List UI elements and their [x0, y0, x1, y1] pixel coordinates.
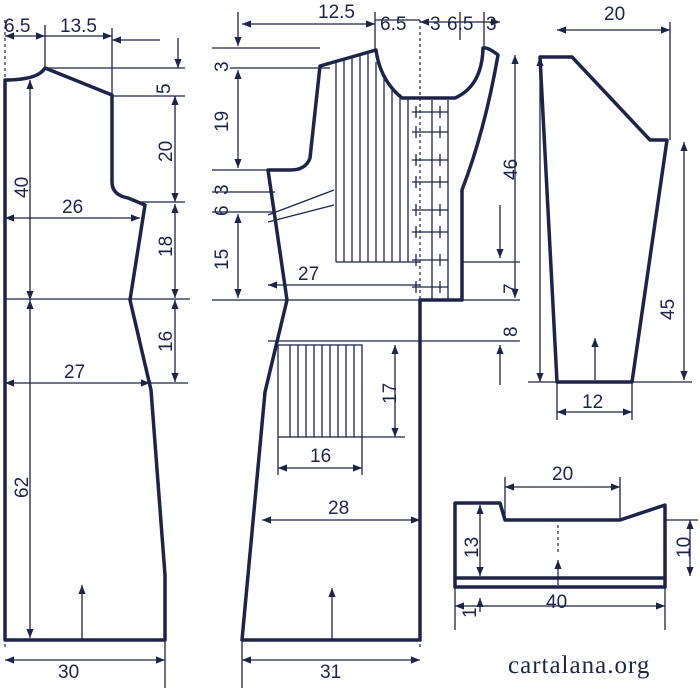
collar-outline: [453, 501, 667, 580]
placket: [412, 100, 449, 300]
front-pocket-h: 17: [380, 383, 401, 404]
back-top-w2: 13.5: [60, 16, 97, 37]
front-outline: [240, 46, 500, 642]
pocket: [277, 344, 363, 438]
front-height: 46: [501, 159, 522, 180]
sleeve-outline: [538, 55, 669, 384]
front-armhole: 19: [212, 111, 233, 132]
front-bottom-w: 31: [320, 662, 341, 683]
front-shoulder-w: 12.5: [318, 2, 355, 23]
front-bodice-w: 27: [298, 264, 319, 285]
front-waist-seg: 15: [212, 249, 233, 270]
front-skirt-w: 28: [328, 498, 349, 519]
sleeve-length: 45: [658, 299, 679, 320]
front-dart-a: 6: [212, 205, 233, 216]
back-chest-width: 26: [62, 197, 83, 218]
sleeve-top-w: 20: [604, 4, 625, 25]
front-neck-w: 6.5: [380, 14, 406, 35]
collar-band-h: 1: [460, 607, 481, 618]
back-shoulder-drop: 5: [154, 83, 175, 94]
front-shoulder-drop: 3: [212, 61, 233, 72]
yoke-hatch: [335, 54, 420, 263]
collar-bottom-w: 40: [546, 592, 567, 613]
collar-side-h: 10: [674, 537, 695, 558]
front-edge: 3: [486, 14, 497, 35]
back-hip-seg: 16: [156, 331, 177, 352]
sleeve-cuff-w: 12: [582, 392, 603, 413]
collar: 20 13 10 1 40: [453, 464, 698, 630]
front-placket: 3: [430, 14, 441, 35]
back-height-upper: 40: [12, 177, 33, 198]
back-top-w1: 6.5: [4, 16, 30, 37]
back-armhole-depth: 20: [156, 141, 177, 162]
front-placket-h: 7: [501, 283, 522, 294]
sleeve: 20 45 12: [528, 4, 692, 420]
collar-top-w: 20: [552, 464, 573, 485]
back-piece: 6.5 13.5 5 20 40 26 18 16 27 62: [3, 16, 190, 688]
front-piece: 12.5 6.5 3 6.5 3 3 19 6 3 15 27 46 7 8: [212, 2, 522, 688]
front-pocket-w: 16: [310, 446, 331, 467]
back-bottom-width: 30: [58, 662, 79, 683]
back-hip-width: 27: [64, 362, 85, 383]
front-neck-w2: 6.5: [447, 14, 473, 35]
back-waist-seg: 18: [156, 236, 177, 257]
front-dart-b: 3: [212, 184, 233, 195]
front-waist-gap: 8: [501, 326, 522, 337]
collar-height: 13: [462, 537, 483, 558]
back-outline: [3, 66, 167, 642]
watermark: cartalana.org: [508, 652, 650, 679]
back-height-lower: 62: [12, 477, 33, 498]
